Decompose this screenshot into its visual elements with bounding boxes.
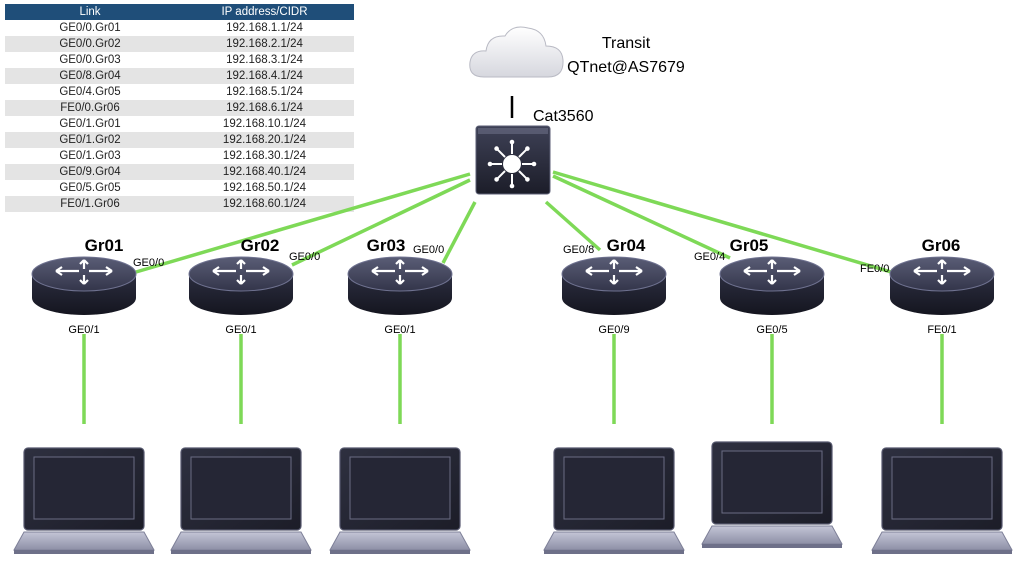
uplink-line: [552, 170, 892, 274]
router-name: Gr04: [607, 236, 646, 255]
downlink-port-label: GE0/5: [756, 324, 787, 336]
uplink-port-label: GE0/0: [413, 244, 444, 256]
cell-ip: 192.168.4.1/24: [175, 68, 354, 84]
cell-link: GE0/1.Gr01: [5, 116, 175, 132]
downlink-port-label: FE0/1: [927, 324, 956, 336]
laptop-icon: [13, 447, 155, 554]
cell-link: GE0/8.Gr04: [5, 68, 175, 84]
downlink-port-label: GE0/9: [598, 324, 629, 336]
cell-ip: 192.168.6.1/24: [175, 100, 354, 116]
router-icon: [188, 256, 294, 315]
uplink-line: [544, 200, 602, 252]
cell-ip: 192.168.5.1/24: [175, 84, 354, 100]
router-icon: [347, 256, 453, 315]
cell-link: FE0/0.Gr06: [5, 100, 175, 116]
cell-ip: 192.168.10.1/24: [175, 116, 354, 132]
router-name: Gr03: [367, 236, 406, 255]
cell-link: GE0/0.Gr02: [5, 36, 175, 52]
uplink-line: [135, 172, 471, 274]
cell-ip: 192.168.30.1/24: [175, 148, 354, 164]
cell-link: GE0/1.Gr03: [5, 148, 175, 164]
cell-ip: 192.168.60.1/24: [175, 196, 354, 212]
cell-ip: 192.168.1.1/24: [175, 20, 354, 36]
cell-link: GE0/1.Gr02: [5, 132, 175, 148]
cell-link: GE0/0.Gr01: [5, 20, 175, 36]
uplink-line: [552, 174, 731, 260]
router-name: Gr05: [730, 236, 769, 255]
cell-ip: 192.168.20.1/24: [175, 132, 354, 148]
downlink-port-label: GE0/1: [384, 324, 415, 336]
cloud-icon: [469, 26, 564, 78]
uplink-port-label: GE0/8: [563, 244, 594, 256]
uplink-port-label: GE0/0: [133, 257, 164, 269]
uplink-port-label: GE0/4: [694, 251, 725, 263]
laptop-icon: [543, 447, 685, 554]
table-header-row: Link IP address/CIDR: [5, 4, 354, 20]
cell-ip: 192.168.50.1/24: [175, 180, 354, 196]
switch-label: Cat3560: [533, 108, 594, 125]
cell-link: GE0/4.Gr05: [5, 84, 175, 100]
downlink-port-label: GE0/1: [225, 324, 256, 336]
uplink-port-label: GE0/0: [289, 251, 320, 263]
transit-label: Transit: [602, 35, 651, 52]
cell-ip: 192.168.40.1/24: [175, 164, 354, 180]
uplink-line: [291, 178, 471, 267]
cell-link: GE0/9.Gr04: [5, 164, 175, 180]
cell-link: FE0/1.Gr06: [5, 196, 175, 212]
cell-ip: 192.168.2.1/24: [175, 36, 354, 52]
laptop-icon: [329, 447, 471, 554]
router-icon: [889, 256, 995, 315]
router-name: Gr02: [241, 236, 280, 255]
transit-as-label: QTnet@AS7679: [567, 59, 685, 76]
router-icon: [561, 256, 667, 315]
laptop-icon: [170, 447, 312, 554]
downlink-port-label: GE0/1: [68, 324, 99, 336]
switch-icon: [475, 125, 551, 195]
laptop-icon: [701, 441, 843, 548]
router-icon: [31, 256, 137, 315]
uplink-line: [441, 201, 477, 264]
router-name: Gr01: [85, 236, 124, 255]
header-ip: IP address/CIDR: [175, 4, 354, 20]
laptop-icon: [871, 447, 1013, 554]
router-icon: [719, 256, 825, 315]
router-name: Gr06: [922, 236, 961, 255]
cell-ip: 192.168.3.1/24: [175, 52, 354, 68]
header-link: Link: [5, 4, 175, 20]
cell-link: GE0/5.Gr05: [5, 180, 175, 196]
uplink-port-label: FE0/0: [860, 263, 889, 275]
cell-link: GE0/0.Gr03: [5, 52, 175, 68]
